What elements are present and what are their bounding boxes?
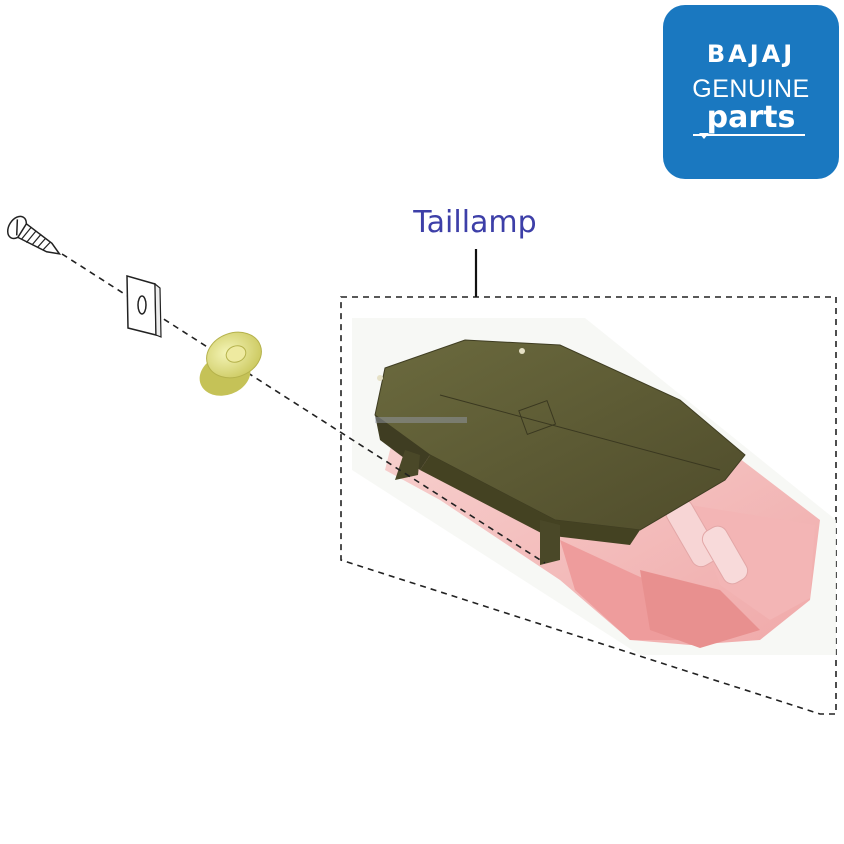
logo-brand-text: BAJAJ xyxy=(706,40,796,68)
logo-underline xyxy=(693,134,805,136)
taillamp-callout-label: Taillamp xyxy=(413,205,537,240)
logo-parts-text: parts xyxy=(706,100,796,135)
grommet-icon xyxy=(199,331,262,396)
taillamp-icon xyxy=(352,318,836,655)
logo-genuine-text: GENUINE xyxy=(692,75,810,103)
assembly-axis-line xyxy=(61,253,546,564)
clip-nut-icon xyxy=(126,275,162,338)
logo-arrow-icon xyxy=(699,133,709,139)
screw-icon xyxy=(6,215,62,255)
taillamp-callout-boundary xyxy=(340,296,837,715)
bajaj-genuine-parts-logo: BAJAJ GENUINE parts xyxy=(663,5,839,179)
